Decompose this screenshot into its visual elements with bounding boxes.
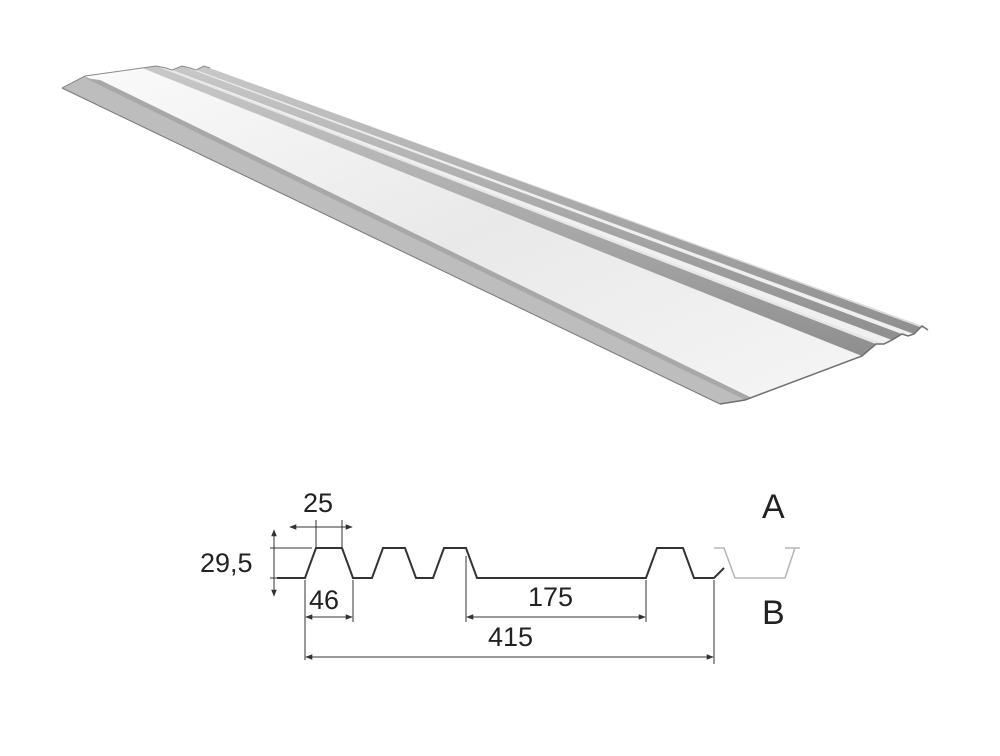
sheet-rib-1-top — [156, 66, 884, 344]
sheet-gap-1 — [166, 68, 892, 344]
sheet-rib-3-side — [196, 66, 922, 334]
sheet-rib-2-side — [172, 66, 902, 340]
side-label-a: A — [762, 488, 785, 526]
dim-rib-base-width: 46 — [309, 585, 339, 615]
profile-line — [277, 547, 725, 579]
sheet-end-profile — [719, 325, 929, 405]
sheet-flat-surface — [85, 68, 862, 398]
sheet-gap-2 — [190, 68, 914, 336]
roof-sheet-illustration — [61, 65, 929, 405]
dim-height: 29,5 — [200, 548, 253, 578]
sheet-front-edge — [61, 87, 721, 405]
dim-flat-span: 175 — [528, 582, 573, 612]
sheet-outline — [61, 65, 211, 89]
side-label-b: B — [762, 594, 785, 632]
sheet-fold-shade — [85, 78, 752, 400]
profile-cross-section — [277, 547, 800, 579]
dimension-lines — [270, 520, 715, 664]
dim-rib-top-width: 25 — [303, 488, 333, 518]
profile-ghost-next-panel — [714, 547, 796, 579]
sheet-rib-1-side — [142, 66, 876, 356]
dim-overall-width: 415 — [488, 622, 533, 652]
sheet-rib-2-top — [182, 66, 908, 336]
sheet-left-lip — [62, 76, 745, 404]
